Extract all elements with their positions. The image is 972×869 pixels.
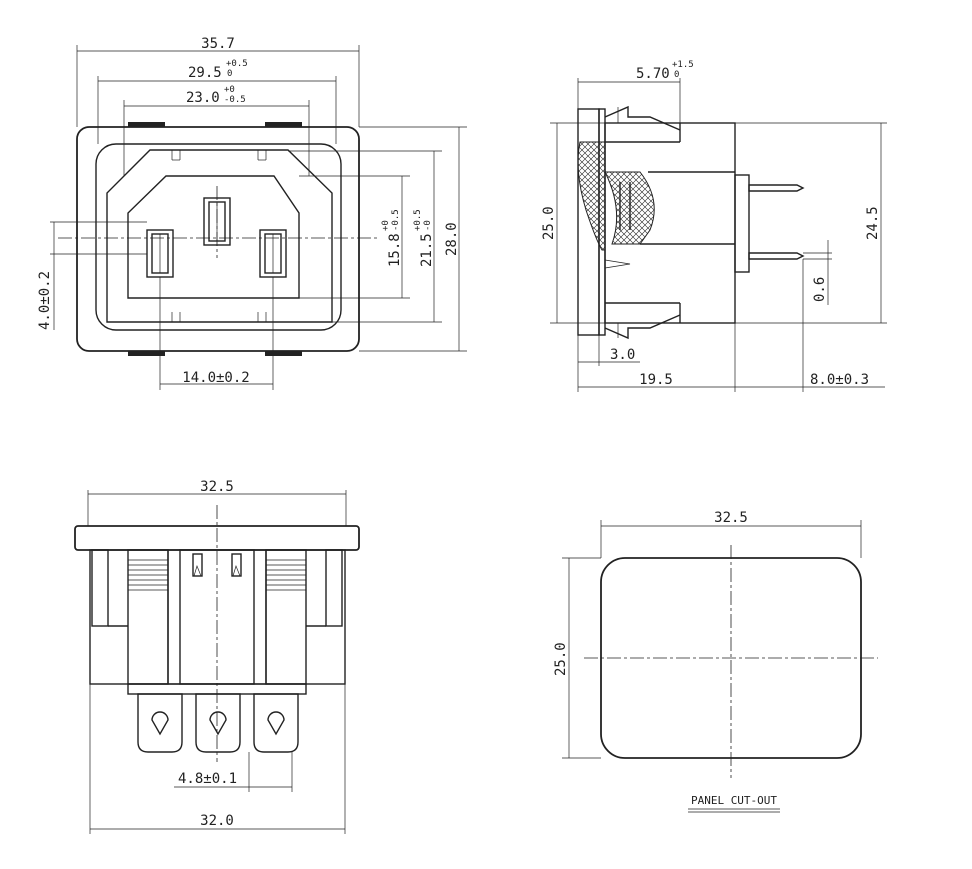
dim-body-depth: 19.5 (639, 372, 673, 388)
dim-bottom-top-width: 32.5 (200, 479, 234, 495)
front-view-pins (146, 197, 287, 278)
dim-height-158: 15.8 (387, 233, 403, 267)
front-view-centerlines (58, 186, 380, 258)
dim-depth-top-tol-upper: +1.5 (672, 60, 694, 70)
bottom-view-stripes (128, 559, 306, 591)
bottom-view-dimension-lines (87, 490, 347, 834)
dim-depth-top: 5.70 (636, 66, 670, 82)
dim-side-height-245: 24.5 (865, 206, 881, 240)
side-view-outline (577, 105, 805, 340)
dim-height-158-tol-lower: -0.5 (391, 209, 401, 231)
cutout-dimension-lines (562, 520, 862, 759)
dim-height-215-tol-lower: -0 (423, 220, 433, 231)
dim-depth-top-tol-lower: 0 (674, 70, 679, 80)
side-view-dimension-lines (550, 78, 887, 392)
cutout-centerlines (584, 545, 878, 778)
dim-pin-spacing: 14.0±0.2 (182, 370, 249, 386)
dim-width-29: 29.5 (188, 65, 222, 81)
dim-flange: 3.0 (610, 347, 635, 363)
front-view-dimension-texts: 35.7 29.5 +0.5 0 23.0 +0 -0.5 15.8 +0 -0… (37, 36, 460, 386)
front-view-outline (76, 122, 360, 356)
side-view: 5.70 +1.5 0 25.0 24.5 0.6 3.0 19.5 8.0±0… (541, 60, 887, 392)
dim-pin-pitch: 4.8±0.1 (178, 771, 237, 787)
dim-pin-length: 8.0±0.3 (810, 372, 869, 388)
dim-width-23-tol-upper: +0 (224, 85, 235, 95)
dim-cutout-width: 32.5 (714, 510, 748, 526)
dim-width-23-tol-lower: -0.5 (224, 95, 246, 105)
dim-offset: 4.0±0.2 (37, 271, 53, 330)
dim-side-height-25: 25.0 (541, 206, 557, 240)
dim-width-29-tol-lower: 0 (227, 69, 232, 79)
cutout-view: 32.5 25.0 PANEL CUT-OUT (553, 510, 878, 813)
dim-height-215: 21.5 (419, 233, 435, 267)
side-view-dimension-texts: 5.70 +1.5 0 25.0 24.5 0.6 3.0 19.5 8.0±0… (541, 60, 881, 388)
bottom-view-terminals (137, 693, 299, 753)
bottom-view: 32.5 4.8±0.1 32.0 (74, 479, 360, 834)
dim-width-29-tol-upper: +0.5 (226, 59, 248, 69)
front-view-dimension-lines (50, 45, 467, 390)
cutout-caption: PANEL CUT-OUT (691, 794, 777, 807)
dim-width-23: 23.0 (186, 90, 220, 106)
dim-cutout-height: 25.0 (553, 642, 569, 676)
dim-overall-width: 35.7 (201, 36, 235, 52)
front-view: 35.7 29.5 +0.5 0 23.0 +0 -0.5 15.8 +0 -0… (37, 36, 467, 390)
dim-height-215-tol-upper: +0.5 (413, 209, 423, 231)
bottom-view-outline (74, 525, 360, 695)
bottom-view-dimension-texts: 32.5 4.8±0.1 32.0 (178, 479, 237, 829)
dim-height-28: 28.0 (444, 222, 460, 256)
dim-pin-thickness: 0.6 (812, 277, 828, 302)
dim-height-158-tol-upper: +0 (381, 220, 391, 231)
dim-bottom-width: 32.0 (200, 813, 234, 829)
